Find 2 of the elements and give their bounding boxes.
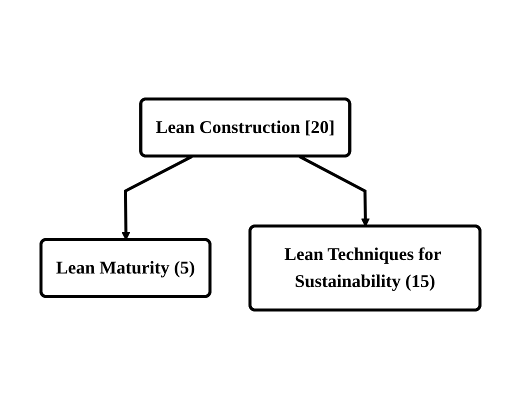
arrow [121,154,192,240]
arrow [298,154,370,226]
